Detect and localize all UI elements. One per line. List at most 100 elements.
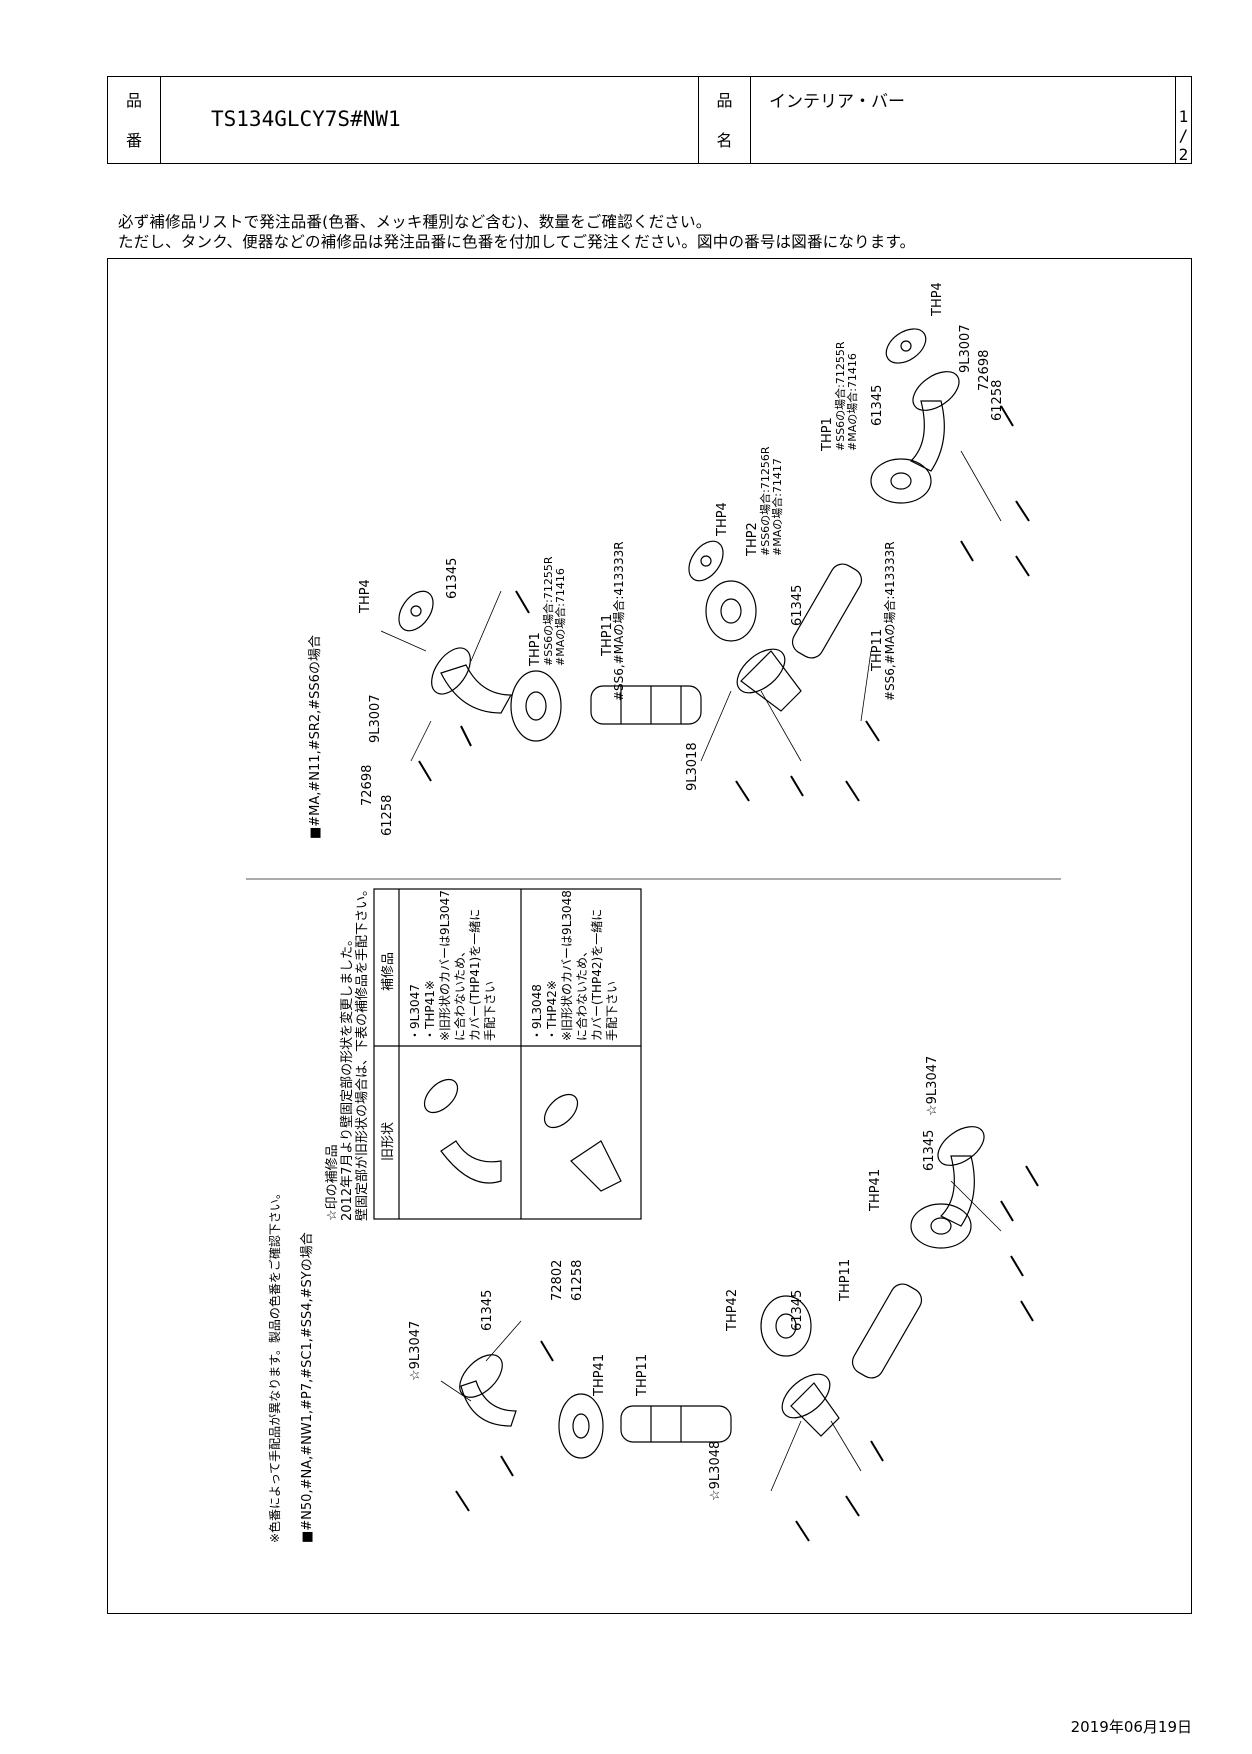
lower-assembly-left [459, 1354, 732, 1459]
lower-assembly-right [910, 1126, 985, 1249]
old-flange-icon-b [543, 1093, 579, 1129]
product-code: TS134GLCY7S#NW1 [211, 107, 401, 131]
svg-text:・9L3047: ・9L3047 [408, 984, 422, 1041]
label-61345-a: 61345 [480, 1290, 495, 1331]
code-label-cell: 品 番 [108, 77, 161, 163]
svg-text:カバー(THP41)を一緒に: カバー(THP41)を一緒に [467, 909, 482, 1041]
svg-text:※旧形状のカバーは9L3048: ※旧形状のカバーは9L3048 [560, 890, 574, 1041]
label-thp2: THP2 [745, 522, 760, 557]
svg-text:に合わないため、: に合わないため、 [574, 945, 589, 1041]
lower-screws [455, 1165, 1039, 1542]
issue-date: 2019年06月19日 [1070, 1718, 1192, 1736]
label-61258-a: 61258 [570, 1260, 585, 1301]
code-cell: TS134GLCY7S#NW1 [161, 77, 699, 163]
label-61258-b: 61258 [990, 380, 1005, 421]
label-thp2-ss6: #SS6の場合:71256R [758, 446, 772, 556]
label-9l3047-b: ☆9L3047 [925, 1056, 940, 1116]
svg-text:・9L3048: ・9L3048 [530, 984, 544, 1041]
name-label-top: 品 [716, 91, 733, 110]
label-61345-b: 61345 [790, 1290, 805, 1331]
code-label-top: 品 [125, 91, 142, 110]
upper-assembly-right [870, 328, 960, 504]
label-thp41-a: THP41 [592, 1354, 607, 1397]
label-thp11-note-a: #SS6,#MAの場合:413333R [611, 541, 626, 701]
label-thp11-b: THP11 [870, 629, 885, 672]
name-label-cell: 品 名 [699, 77, 751, 163]
flange-thp4-c [885, 328, 927, 364]
svg-text:・THP42※: ・THP42※ [545, 980, 559, 1041]
table-border [373, 888, 642, 1220]
old-flange-icon-a [423, 1078, 459, 1114]
svg-text:手配下さい: 手配下さい [605, 981, 619, 1041]
change-note-1: 2012年7月より壁固定部の形状を変更しました。 [339, 933, 355, 1221]
upper-assembly-center [688, 540, 863, 712]
cover-thp2 [705, 580, 757, 642]
label-72802-a: 72802 [550, 1260, 565, 1301]
lower-title: ■#N50,#NA,#NW1,#P7,#SC1,#SS4,#SYの場合 [300, 1232, 315, 1543]
cover-thp41-a [558, 1393, 604, 1459]
page-cell: 1 / 2 [1176, 77, 1191, 164]
label-thp2-ma: #MAの場合:71417 [770, 458, 784, 556]
grip-bar-thp11-a [590, 685, 702, 725]
label-thp41-b: THP41 [868, 1169, 883, 1212]
base-9l3007-a [431, 647, 471, 695]
elbow-d [939, 1155, 975, 1227]
flange-thp4-b [688, 540, 724, 582]
table-row-2: ・9L3048 ・THP42※ ※旧形状のカバーは9L3048 に合わないため、… [530, 890, 619, 1041]
diagram-frame: ■#MA,#N11,#SR2,#SS6の場合 THP4 9L3007 61345… [107, 258, 1192, 1614]
label-thp4-c: THP4 [930, 282, 945, 317]
label-61345-b: 61345 [870, 385, 885, 426]
elbow-b [909, 400, 945, 472]
label-9l3047-a: ☆9L3047 [408, 1321, 423, 1381]
page-number: 1 / 2 [1178, 107, 1189, 164]
name-label-bottom: 名 [716, 131, 733, 150]
star-note: ☆印の補修品 [325, 1144, 340, 1221]
label-61258-a: 61258 [380, 795, 395, 836]
label-thp1-ss6-b: #SS6の場合:71255R [833, 341, 847, 451]
label-9l3048: ☆9L3048 [708, 1441, 723, 1501]
label-thp11-note-b: #SS6,#MAの場合:413333R [882, 541, 897, 701]
old-shape-table [373, 888, 642, 1220]
order-note-1: 必ず補修品リストで発注品番(色番、メッキ種別など含む)、数量をご確認ください。 [118, 213, 712, 231]
cover-thp1-b [870, 458, 932, 504]
base-9l3047-a [459, 1354, 503, 1398]
label-thp4-b: THP4 [715, 502, 730, 537]
svg-text:※旧形状のカバーは9L3047: ※旧形状のカバーは9L3047 [438, 890, 452, 1041]
label-thp11-a: THP11 [635, 1354, 650, 1397]
exploded-diagram: ■#MA,#N11,#SR2,#SS6の場合 THP4 9L3007 61345… [246, 282, 1061, 1543]
cover-thp1-a [510, 670, 562, 742]
label-thp1-a: THP1 [528, 632, 543, 667]
label-thp1-ma-a: #MAの場合:71416 [553, 568, 567, 666]
base-9l3047-b [937, 1126, 985, 1166]
old-tee-icon [570, 1140, 622, 1192]
elbow-a [440, 664, 513, 714]
svg-text:カバー(THP42)を一緒に: カバー(THP42)を一緒に [589, 909, 604, 1041]
grip-bar-thp11-c [620, 1405, 732, 1443]
label-61345-c: 61345 [922, 1130, 937, 1171]
table-col-parts: 補修品 [381, 952, 396, 991]
code-label-bottom: 番 [125, 131, 142, 150]
label-9l3007-a: 9L3007 [368, 694, 383, 743]
grip-bar-thp11-d [851, 1283, 923, 1379]
change-note-2: 壁固定部が旧形状の場合は、下表の補修品を手配下さい。 [355, 883, 370, 1221]
label-thp42: THP42 [725, 1289, 740, 1332]
product-name: インテリア・バー [769, 92, 905, 112]
label-thp1-b: THP1 [820, 417, 835, 452]
label-72698-a: 72698 [360, 765, 375, 806]
lower-assembly-center [760, 1283, 923, 1437]
svg-text:に合わないため、: に合わないため、 [452, 945, 467, 1041]
upper-title: ■#MA,#N11,#SR2,#SS6の場合 [308, 635, 323, 839]
label-thp1-ma-b: #MAの場合:71416 [845, 353, 859, 451]
label-thp11-a: THP11 [600, 614, 615, 657]
label-61345-c: 61345 [790, 585, 805, 626]
lower-leaders [440, 1180, 1002, 1492]
upper-assembly-left [398, 590, 702, 742]
order-note-2: ただし、タンク、便器などの補修品は発注品番に色番を付加してご発注ください。図中の… [118, 233, 916, 251]
label-9l3018: 9L3018 [685, 742, 700, 791]
label-61345-a: 61345 [445, 558, 460, 599]
label-thp11-b: THP11 [838, 1259, 853, 1302]
base-9l3007-b [912, 371, 960, 411]
svg-text:手配下さい: 手配下さい [483, 981, 497, 1041]
name-cell: インテリア・バー [751, 77, 1176, 163]
label-72698-b: 72698 [977, 350, 992, 391]
